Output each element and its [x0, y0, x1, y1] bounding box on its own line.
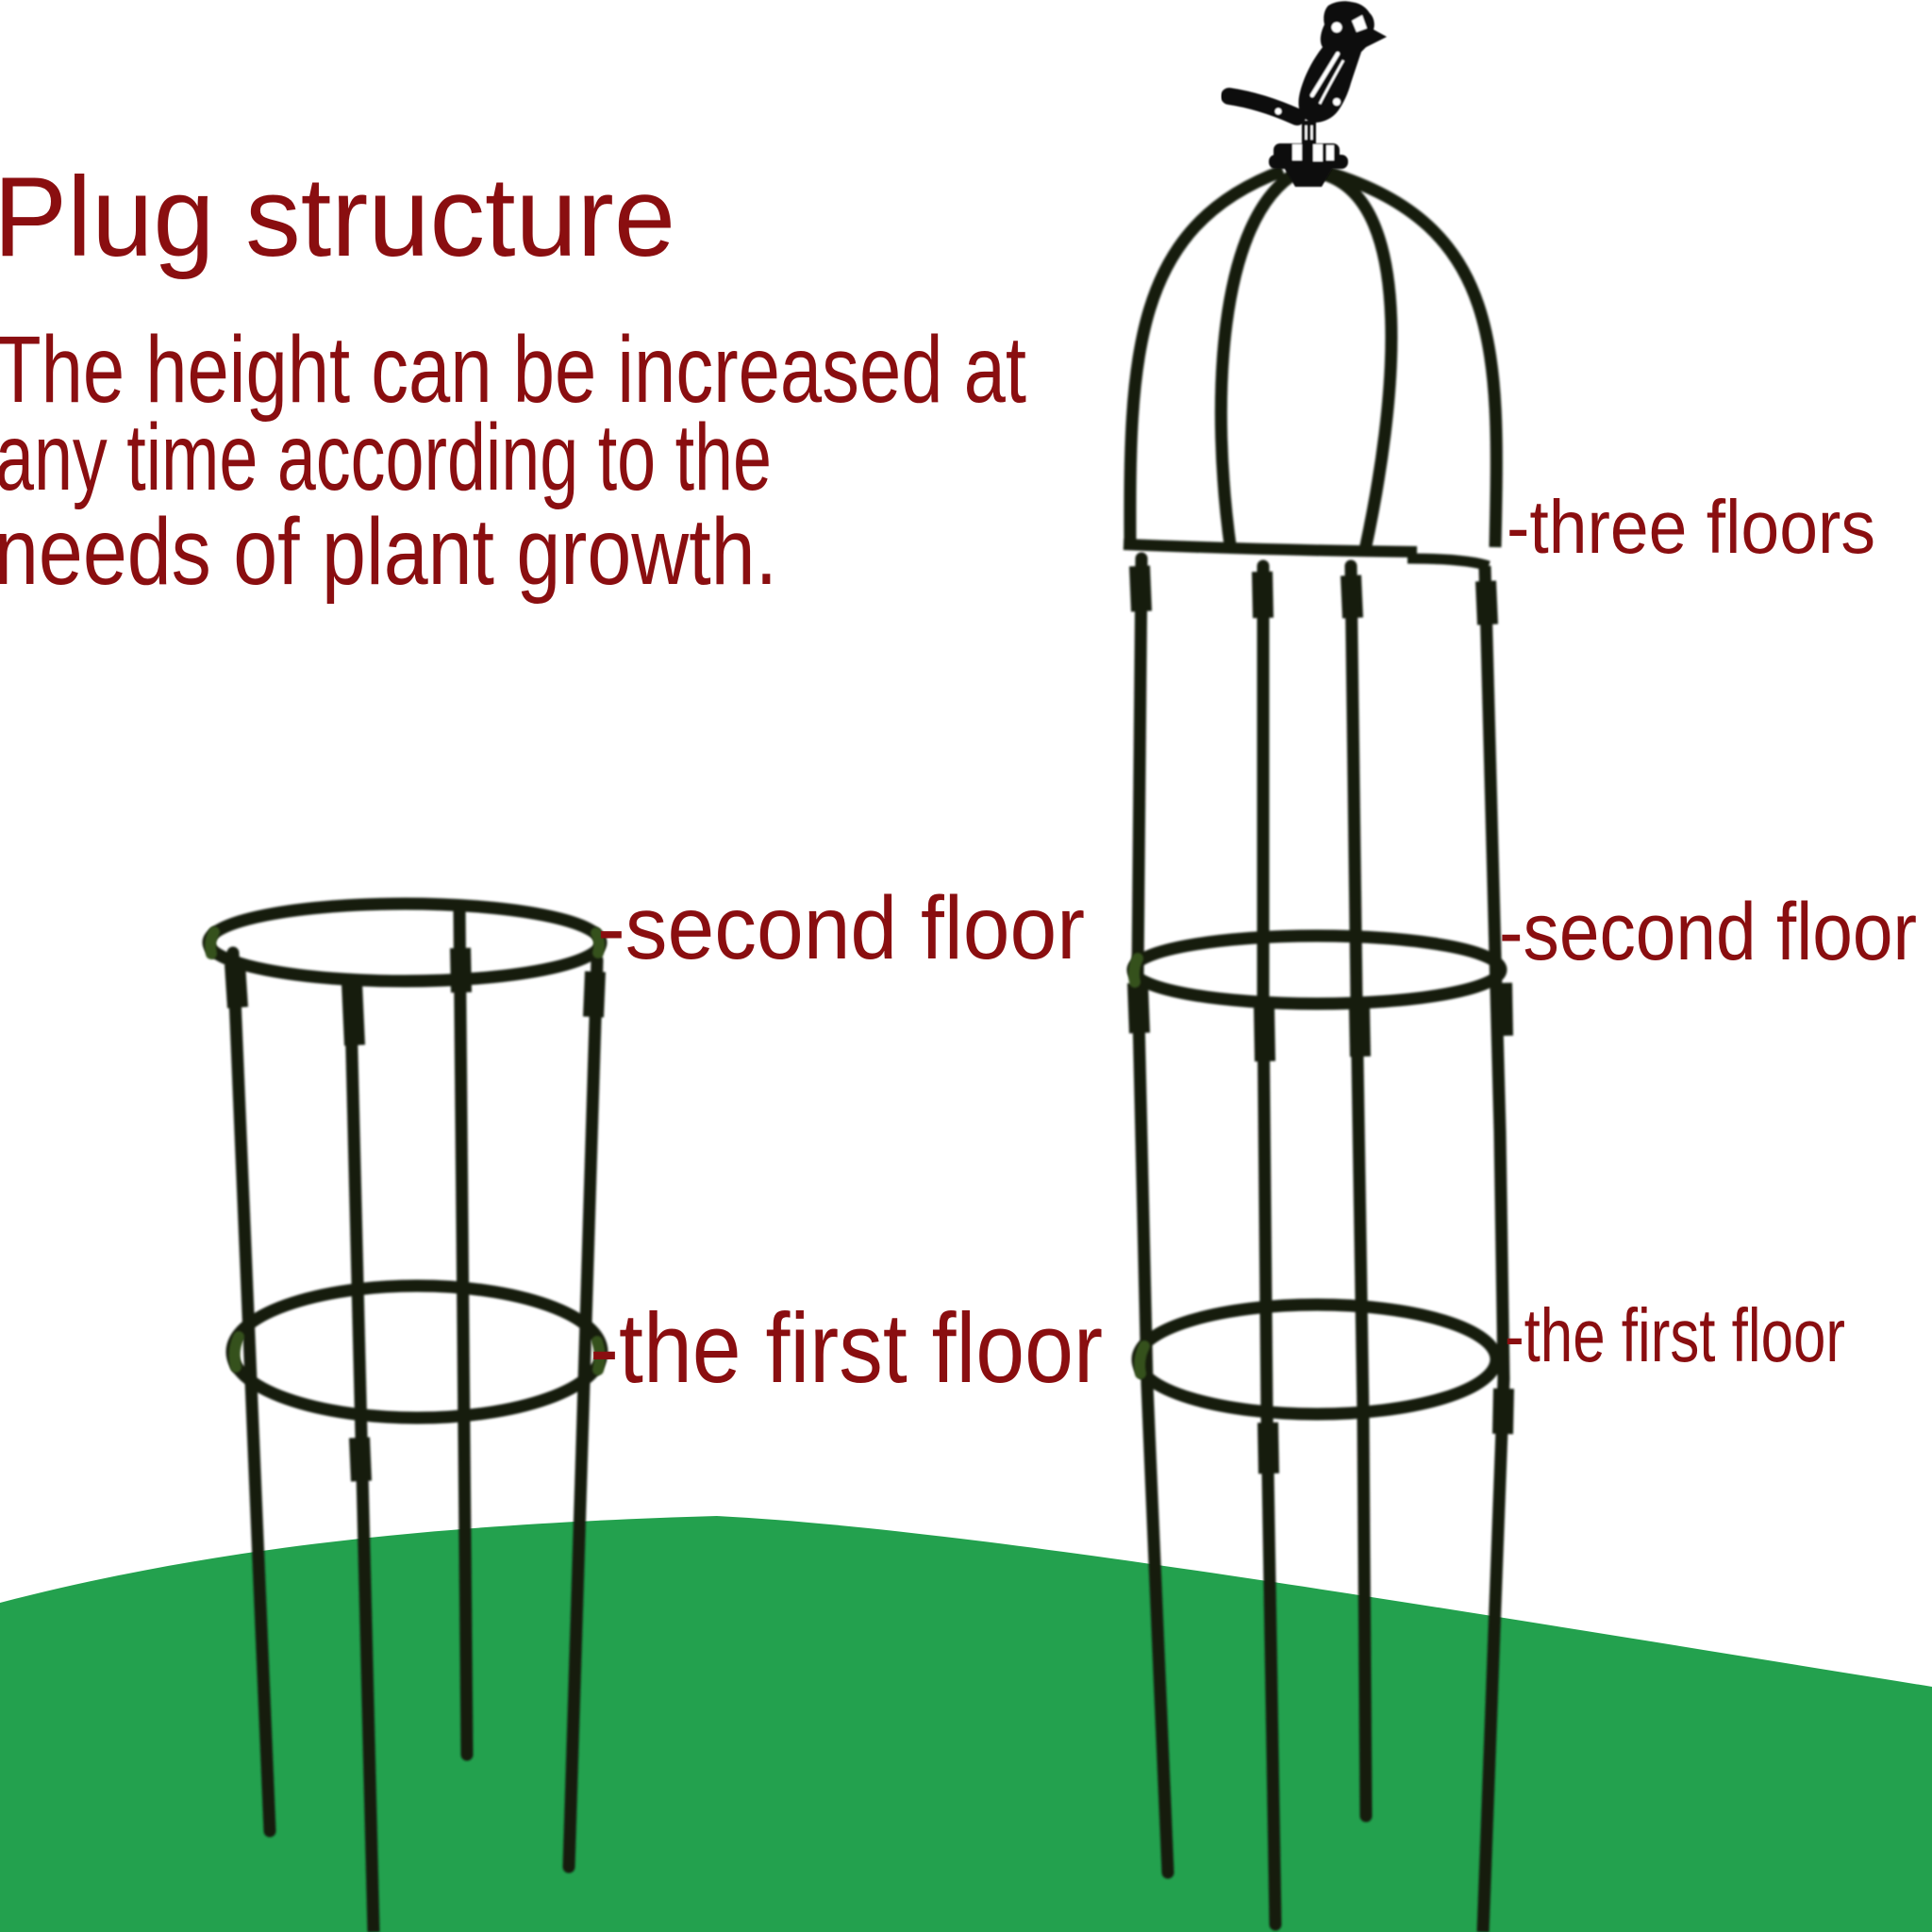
svg-text:The height can be increased at: The height can be increased at [0, 317, 1026, 423]
svg-text:needs of plant growth.: needs of plant growth. [0, 499, 777, 605]
svg-text:any time according to the: any time according to the [0, 405, 772, 510]
svg-text:-three floors: -three floors [1507, 485, 1875, 569]
svg-text:-the first floor: -the first floor [1505, 1293, 1845, 1377]
svg-text:-second floor: -second floor [1499, 887, 1917, 977]
svg-text:-second floor: -second floor [597, 878, 1085, 978]
svg-text:-the first floor: -the first floor [590, 1293, 1103, 1404]
svg-text:Plug structure: Plug structure [0, 154, 675, 280]
